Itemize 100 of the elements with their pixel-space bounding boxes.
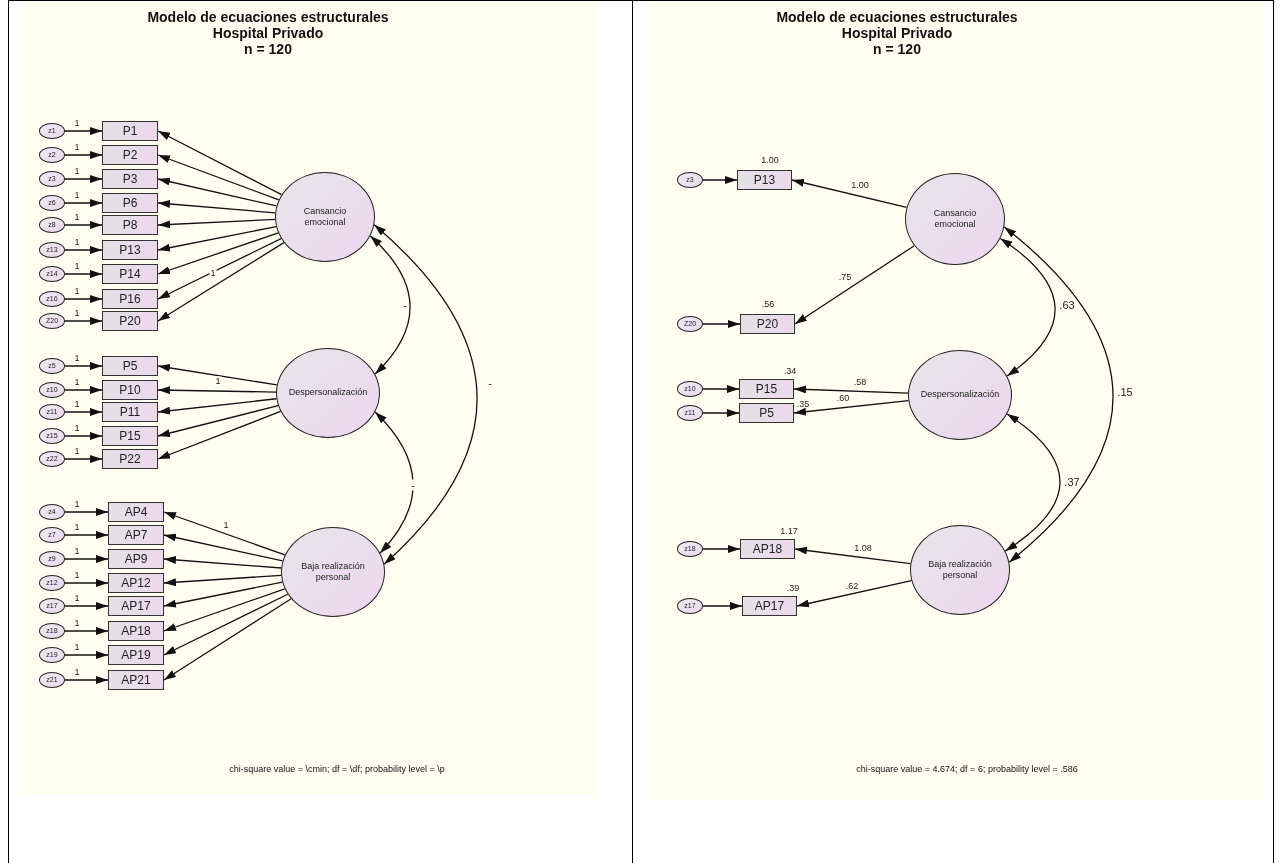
arrow (702, 545, 741, 553)
indicator-box: P5 (102, 356, 158, 376)
edge-label: 1 (73, 399, 81, 409)
arrow (157, 154, 280, 201)
indicator-box: AP12 (108, 573, 164, 593)
arrow (157, 398, 278, 415)
indicator-box: P22 (102, 449, 158, 469)
arrow (64, 151, 103, 159)
edge-label: 1 (73, 423, 81, 433)
value-label: .39 (786, 583, 800, 593)
arrow (163, 574, 282, 587)
edge-label: 1 (73, 212, 81, 222)
arrow (64, 175, 103, 183)
arrow (793, 385, 909, 394)
arrow (64, 246, 103, 254)
edge-label: 1 (73, 118, 81, 128)
edge-label: 1 (214, 376, 222, 386)
arrow (157, 363, 278, 386)
arrow (163, 581, 283, 608)
heading-text: Hospital Privado (212, 26, 324, 40)
arrow (157, 177, 278, 207)
edge-label: 1 (73, 593, 81, 603)
arrow (64, 531, 109, 539)
indicator-box: AP17 (108, 596, 164, 616)
edge-label: 1 (73, 190, 81, 200)
edge-label: 1 (73, 446, 81, 456)
edge-label: 1 (73, 377, 81, 387)
indicator-box: P6 (102, 193, 158, 213)
arrow (64, 362, 103, 370)
covariance-arrow (374, 411, 414, 554)
edge-label: 1 (73, 667, 81, 677)
arrow (64, 508, 109, 516)
arrow (64, 127, 103, 135)
edge-label: 1 (73, 286, 81, 296)
indicator-box: P11 (102, 402, 158, 422)
edge-label: .15 (1116, 386, 1134, 398)
indicator-box: P8 (102, 215, 158, 235)
arrow (702, 385, 740, 393)
value-label: 1.17 (780, 526, 798, 536)
fit-statistics: chi-square value = \cmin; df = \df; probability level = \p (229, 765, 445, 774)
arrow (157, 226, 277, 252)
indicator-box: AP18 (108, 621, 164, 641)
edge-label: .60 (835, 393, 851, 403)
indicator-box: P16 (102, 289, 158, 309)
heading-text: n = 120 (244, 42, 292, 56)
arrow (163, 555, 282, 569)
arrow (64, 455, 103, 463)
covariance-arrow (1004, 413, 1061, 552)
arrow (157, 232, 279, 275)
indicator-box: P15 (102, 426, 158, 446)
edge-label: 1.08 (853, 543, 873, 553)
edge-label: 1 (222, 520, 230, 530)
edge-label: 1 (73, 499, 81, 509)
arrow (157, 200, 276, 214)
arrow (791, 178, 908, 209)
indicator-box: AP9 (108, 549, 164, 569)
arrow (157, 386, 277, 395)
arrow (163, 533, 284, 562)
indicator-box: AP21 (108, 670, 164, 690)
arrow (64, 317, 103, 325)
arrow (64, 602, 109, 610)
heading-text: Modelo de ecuaciones estructurales (147, 10, 389, 24)
value-label: .56 (761, 299, 775, 309)
arrow (702, 602, 743, 610)
edge-label: 1.00 (850, 180, 870, 190)
edge-label: .63 (1058, 299, 1076, 311)
arrow (64, 199, 103, 207)
indicator-box: P10 (102, 380, 158, 400)
arrow (64, 432, 103, 440)
arrow (64, 651, 109, 659)
arrow (163, 593, 289, 656)
arrow (702, 409, 740, 417)
arrow (64, 676, 109, 684)
arrow (157, 410, 282, 460)
arrow (64, 579, 109, 587)
edge-label: - (410, 479, 416, 491)
arrow (702, 176, 738, 184)
edge-label: 1 (73, 642, 81, 652)
arrow (64, 408, 103, 416)
edge-label: 1 (73, 308, 81, 318)
arrow (794, 546, 912, 565)
arrow (64, 627, 109, 635)
arrow (793, 399, 910, 416)
indicator-box: P1 (102, 121, 158, 141)
indicator-box: AP17 (742, 596, 797, 616)
arrow (64, 295, 103, 303)
indicator-box: P13 (737, 170, 792, 190)
edge-label: 1 (73, 570, 81, 580)
indicator-box: AP19 (108, 645, 164, 665)
edge-label: .75 (837, 272, 853, 282)
edge-label: 1 (73, 261, 81, 271)
covariance-arrow (373, 224, 478, 565)
edge-label: 1 (73, 237, 81, 247)
indicator-box: P3 (102, 169, 158, 189)
indicator-box: P20 (102, 311, 158, 331)
edge-label: 1 (73, 522, 81, 532)
arrow (157, 130, 283, 196)
heading-text: n = 120 (873, 42, 921, 56)
edge-label: 1 (209, 268, 217, 278)
arrow (64, 221, 103, 229)
